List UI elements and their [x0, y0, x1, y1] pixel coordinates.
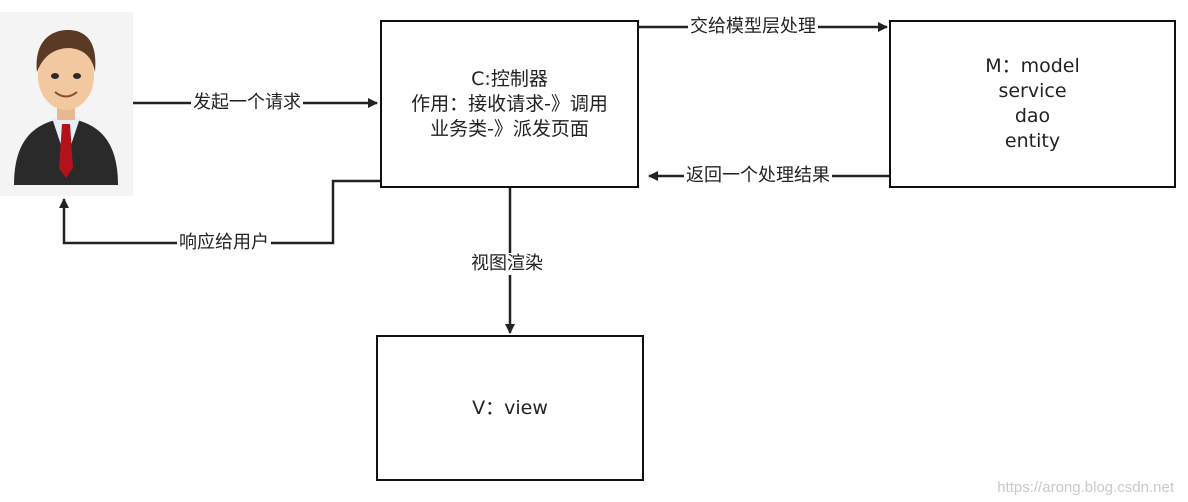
controller-line-2: 作用：接收请求-》调用	[411, 92, 608, 115]
view-line-1: V：view	[472, 396, 548, 419]
controller-line-3: 业务类-》派发页面	[430, 117, 589, 140]
watermark: https://arong.blog.csdn.net	[997, 479, 1174, 496]
edge-controller-to-user	[59, 179, 380, 245]
label-controller-to-view: 视图渲染	[469, 253, 545, 275]
model-line-4: entity	[1004, 130, 1061, 152]
model-box: M：model service dao entity	[889, 20, 1176, 188]
model-line-2: service	[998, 80, 1067, 102]
label-controller-to-user: 响应给用户	[177, 232, 271, 254]
label-user-to-controller: 发起一个请求	[191, 92, 303, 114]
label-model-to-controller: 返回一个处理结果	[684, 165, 832, 187]
view-box: V：view	[376, 335, 644, 481]
user-avatar	[0, 12, 133, 196]
controller-line-1: C:控制器	[471, 67, 548, 90]
model-line-3: dao	[1014, 105, 1051, 127]
controller-box: C:控制器 作用：接收请求-》调用 业务类-》派发页面	[380, 20, 639, 188]
label-controller-to-model: 交给模型层处理	[688, 16, 818, 38]
model-line-1: M：model	[985, 55, 1080, 77]
